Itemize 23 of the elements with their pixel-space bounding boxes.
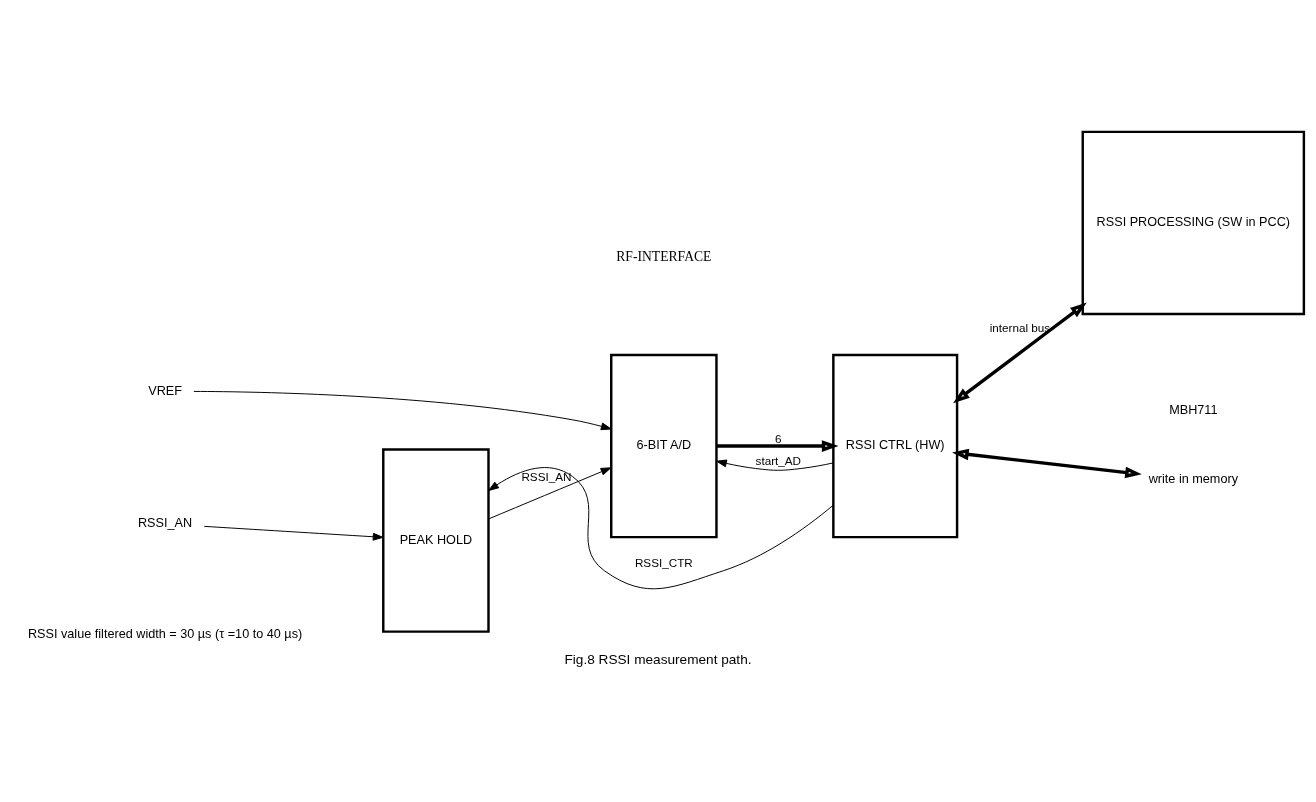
arrow: [193, 390, 612, 430]
edge-label: 6: [775, 431, 782, 445]
arrow: [488, 466, 612, 519]
arrow: [716, 439, 839, 452]
edge-label: RSSI_CTR: [634, 555, 693, 569]
label: MBH711: [1169, 402, 1218, 417]
node-text: RSSI_AN: [137, 515, 193, 530]
edge-label: start_AD: [755, 453, 802, 467]
arrow: [716, 459, 834, 471]
node-text: write in memory: [1148, 471, 1238, 486]
diagram-title: RF-INTERFACE: [616, 248, 712, 264]
edge-label: RSSI_AN: [521, 469, 572, 483]
caption: Fig.8 RSSI measurement path.: [564, 651, 752, 666]
arrow: [953, 302, 1087, 403]
node-box: 6-BIT A/D: [610, 353, 718, 538]
node-text: VREF: [148, 383, 182, 398]
node-box: RSSI PROCESSING (SW in PCC): [1081, 130, 1306, 315]
arrow: [952, 448, 1142, 478]
arrow: [203, 525, 384, 541]
node-box: PEAK HOLD: [382, 447, 490, 633]
arrow: [488, 466, 834, 589]
node-box: RSSI CTRL (HW): [832, 353, 959, 538]
label: RSSI value filtered width = 30 µs (τ =10 to 40 µs): [27, 626, 303, 641]
